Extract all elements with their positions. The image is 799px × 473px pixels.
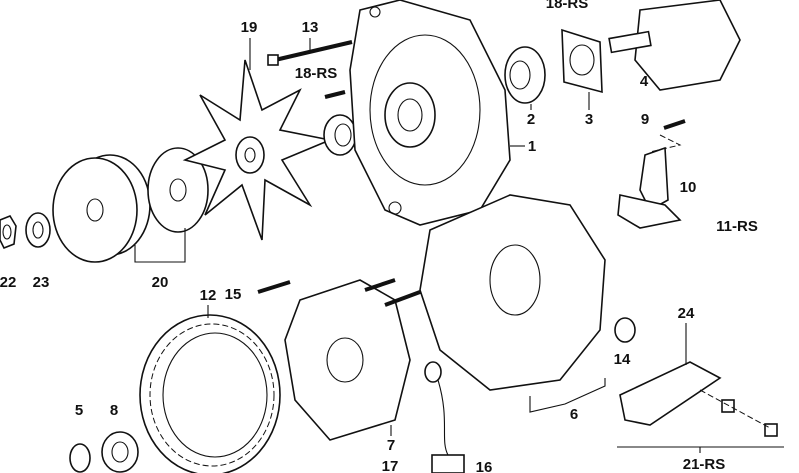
part-3-plate	[561, 28, 603, 94]
callout-label: 5	[75, 402, 83, 419]
callout-label: 13	[302, 19, 319, 36]
callout-label: 4	[640, 73, 649, 90]
assembly-line	[649, 134, 682, 153]
part-18rs-screw	[324, 90, 346, 99]
part-14-bushing	[614, 317, 636, 343]
callout-label: 14	[614, 351, 631, 368]
part-13-bolt	[267, 40, 353, 66]
part-15-screw	[257, 280, 291, 294]
callout-label: 20	[152, 274, 169, 291]
callout-label: 23	[33, 274, 50, 291]
part-9-screw	[663, 119, 686, 130]
part-6-rear-housing	[419, 194, 606, 413]
callout-label: 22	[0, 274, 16, 291]
callout-label: 2	[527, 111, 535, 128]
part-2-bearing	[504, 46, 546, 104]
part-19-fan	[182, 59, 333, 241]
callout-label: 18-RS	[546, 0, 589, 12]
callout-label: 1	[528, 138, 536, 155]
callout-label: 16	[476, 459, 493, 473]
callout-label: 11-RS	[716, 218, 758, 235]
callout-label: 6	[570, 406, 578, 423]
part-20-pulley	[52, 147, 209, 263]
part-4-rotor	[608, 0, 741, 91]
callout-label: 19	[241, 19, 258, 36]
part-8-seal	[101, 431, 139, 473]
part-5-bearing	[69, 443, 91, 473]
callout-label: 21-RS	[683, 456, 726, 473]
part-7-rectifier	[284, 278, 421, 441]
leader-lines	[134, 38, 701, 453]
callout-label: 3	[585, 111, 593, 128]
callout-label: 15	[225, 286, 242, 303]
part-16-connector	[424, 361, 465, 473]
callout-label: 8	[110, 402, 118, 419]
callout-label: 10	[680, 179, 697, 196]
callout-label: 7	[387, 437, 395, 454]
part-seal	[323, 114, 357, 156]
callout-label: 9	[641, 111, 649, 128]
callout-label: 12	[200, 287, 217, 304]
callout-label: 24	[678, 305, 695, 322]
part-24-bracket	[619, 361, 778, 437]
part-10-regulator	[617, 146, 682, 229]
part-12-stator	[139, 314, 281, 473]
callout-label: 17	[382, 458, 399, 473]
part-23-washer	[25, 212, 51, 248]
part-22-nut	[0, 215, 17, 250]
part-1-front-housing	[349, 0, 511, 226]
callout-label: 18-RS	[295, 65, 338, 82]
